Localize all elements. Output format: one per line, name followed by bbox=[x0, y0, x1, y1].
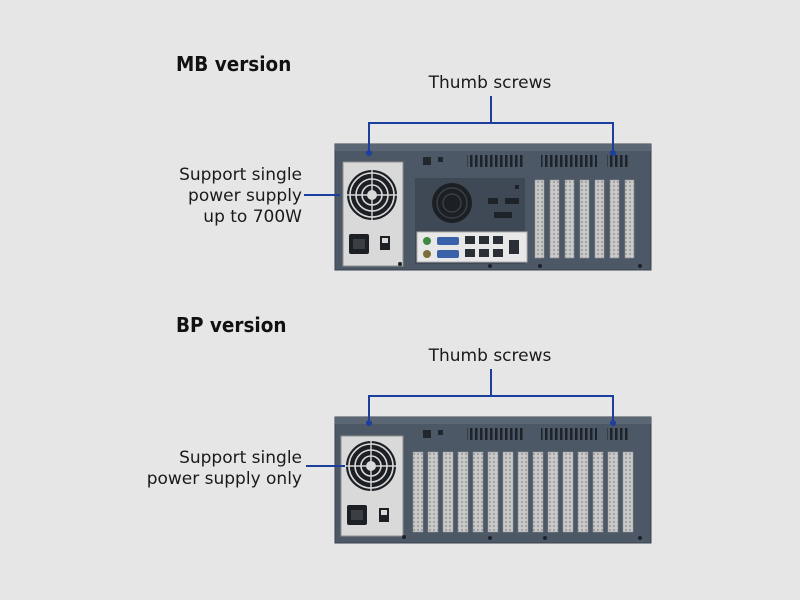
power-switch-icon bbox=[380, 236, 390, 250]
expansion-slot-cover bbox=[622, 451, 634, 533]
expansion-slot-cover bbox=[502, 451, 514, 533]
mb-psu-label: Support single power supply up to 700W bbox=[150, 165, 302, 228]
expansion-slot-cover bbox=[547, 451, 559, 533]
bp-power-supply bbox=[340, 435, 404, 537]
mb-psu-label-line-3: up to 700W bbox=[203, 207, 302, 227]
expansion-slot-cover bbox=[427, 451, 439, 533]
mb-chassis-feet bbox=[398, 262, 642, 268]
mb-io-area bbox=[415, 178, 528, 264]
expansion-slot-cover bbox=[562, 451, 574, 533]
thumb-screw-icon bbox=[610, 420, 616, 426]
bp-psu-label: Support single power supply only bbox=[140, 448, 302, 490]
thumb-screw-icon bbox=[366, 150, 372, 156]
expansion-slot-cover bbox=[442, 451, 454, 533]
expansion-slot-cover bbox=[607, 451, 619, 533]
mb-psu-label-line-2: power supply bbox=[188, 186, 302, 206]
power-switch-icon bbox=[379, 508, 389, 522]
expansion-slot-cover bbox=[609, 179, 620, 259]
expansion-slot-cover bbox=[577, 451, 589, 533]
bp-thumb-screws-label: Thumb screws bbox=[428, 346, 552, 366]
expansion-slot-cover bbox=[624, 179, 635, 259]
bp-version-title: BP version bbox=[176, 313, 287, 337]
thumb-screw-icon bbox=[366, 420, 372, 426]
expansion-slot-cover bbox=[412, 451, 424, 533]
expansion-slot-cover bbox=[592, 451, 604, 533]
mb-version-title: MB version bbox=[176, 52, 292, 76]
mb-psu-label-line-1: Support single bbox=[179, 165, 302, 185]
power-socket-icon bbox=[349, 234, 369, 254]
mb-thumb-screws-callout bbox=[366, 96, 616, 156]
power-socket-icon bbox=[347, 505, 367, 525]
mb-thumb-screws-label: Thumb screws bbox=[428, 73, 552, 93]
expansion-slot-cover bbox=[487, 451, 499, 533]
fan-icon bbox=[432, 183, 472, 223]
expansion-slot-cover bbox=[579, 179, 590, 259]
thumb-screw-icon bbox=[610, 150, 616, 156]
expansion-slot-cover bbox=[549, 179, 560, 259]
mb-expansion-slots bbox=[534, 179, 635, 259]
expansion-slot-cover bbox=[564, 179, 575, 259]
bp-psu-label-line-2: power supply only bbox=[146, 469, 302, 489]
expansion-slot-cover bbox=[594, 179, 605, 259]
expansion-slot-cover bbox=[472, 451, 484, 533]
bp-psu-label-line-1: Support single bbox=[179, 448, 302, 468]
expansion-slot-cover bbox=[517, 451, 529, 533]
mb-power-supply bbox=[342, 161, 404, 267]
bp-chassis-feet bbox=[402, 535, 642, 540]
expansion-slot-cover bbox=[534, 179, 545, 259]
bp-thumb-screws-callout bbox=[366, 369, 616, 426]
bp-expansion-slots bbox=[412, 451, 634, 533]
expansion-slot-cover bbox=[532, 451, 544, 533]
fan-icon bbox=[347, 170, 397, 220]
fan-icon bbox=[346, 441, 396, 491]
expansion-slot-cover bbox=[457, 451, 469, 533]
